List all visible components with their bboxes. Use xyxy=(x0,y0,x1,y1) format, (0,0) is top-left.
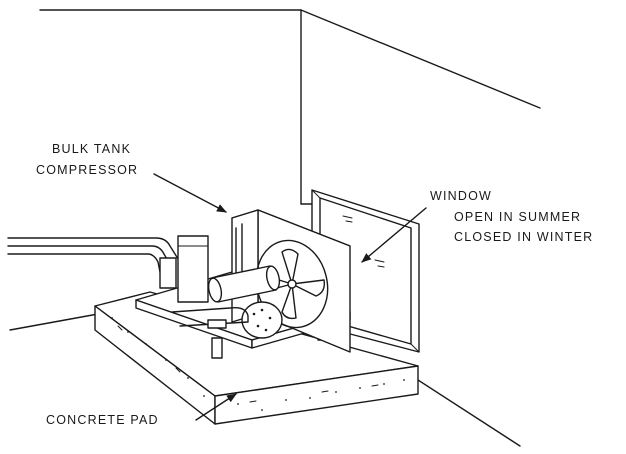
concrete-pad-label: CONCRETE PAD xyxy=(46,413,159,427)
bulk-tank-label: BULK TANK COMPRESSOR xyxy=(36,142,138,177)
window-label-title: WINDOW xyxy=(430,189,492,203)
window-arrow xyxy=(361,207,427,263)
refrigerant-lines xyxy=(7,237,181,283)
window-label-line1: OPEN IN SUMMER xyxy=(454,210,581,224)
concrete-pad-arrow xyxy=(195,393,237,421)
bulk-tank-label-line2: COMPRESSOR xyxy=(36,163,138,177)
room-walls xyxy=(9,9,541,447)
compressor-unit xyxy=(135,209,351,359)
bulk-tank-arrow xyxy=(153,173,227,213)
window-label-line2: CLOSED IN WINTER xyxy=(454,230,593,244)
concrete-texture xyxy=(111,317,405,411)
bulk-tank-label-line1: BULK TANK xyxy=(52,142,131,156)
window-label: WINDOW OPEN IN SUMMER CLOSED IN WINTER xyxy=(430,189,593,244)
